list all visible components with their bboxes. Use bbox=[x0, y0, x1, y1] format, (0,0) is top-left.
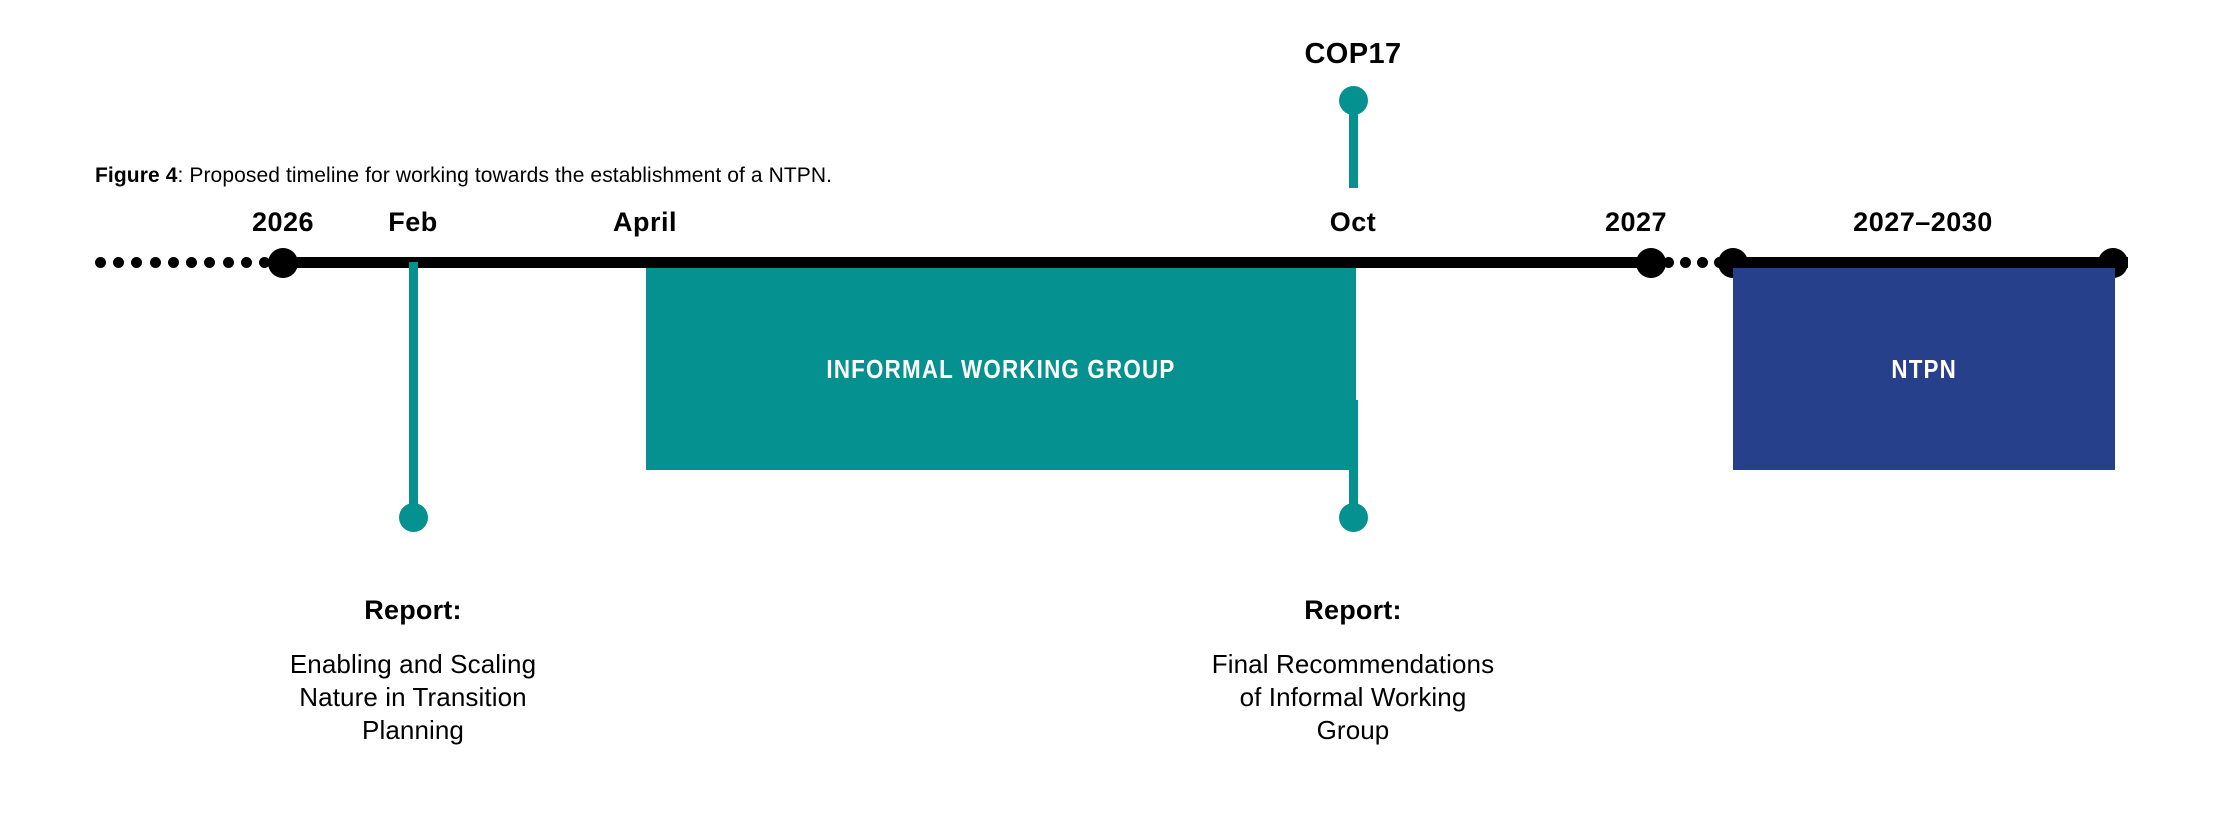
milestone-annotation-oct: Report: Final Recommendations of Informa… bbox=[1143, 594, 1563, 747]
axis-dot bbox=[258, 257, 270, 268]
axis-dot bbox=[1697, 257, 1708, 268]
axis-dotted-segment-left bbox=[95, 257, 270, 268]
axis-solid-segment-main bbox=[283, 257, 1651, 268]
axis-dot bbox=[167, 257, 179, 268]
axis-dot bbox=[204, 257, 216, 268]
phase-block-label: INFORMAL WORKING GROUP bbox=[826, 353, 1176, 384]
axis-dot bbox=[186, 257, 198, 268]
milestone-body: Final Recommendations of Informal Workin… bbox=[1211, 649, 1495, 745]
axis-dot bbox=[149, 257, 161, 268]
milestone-title: Report: bbox=[364, 595, 462, 625]
milestone-title: Report: bbox=[1304, 595, 1402, 625]
axis-dot bbox=[1680, 257, 1691, 268]
axis-solid-segment-ntpn bbox=[1733, 257, 2128, 268]
axis-dot bbox=[113, 257, 125, 268]
figure-caption-text: : Proposed timeline for working towards … bbox=[177, 164, 833, 187]
tick-label-2027-2030: 2027–2030 bbox=[1853, 207, 1993, 237]
tick-label-2026: 2026 bbox=[251, 207, 315, 237]
figure-caption-label: Figure 4 bbox=[95, 164, 178, 187]
tick-label-april: April bbox=[612, 207, 678, 237]
milestone-body: Enabling and Scaling Nature in Transitio… bbox=[289, 649, 537, 745]
milestone-marker-feb bbox=[399, 503, 428, 532]
tick-label-2027: 2027 bbox=[1604, 207, 1668, 237]
axis-node-2027 bbox=[1636, 248, 1666, 278]
axis-node-2026 bbox=[268, 248, 298, 278]
axis-dot bbox=[222, 257, 234, 268]
axis-dot bbox=[1663, 257, 1674, 268]
event-label-cop17: COP17 bbox=[1304, 38, 1402, 70]
milestone-stem-oct bbox=[1349, 400, 1358, 512]
milestone-annotation-feb: Report: Enabling and Scaling Nature in T… bbox=[203, 594, 623, 747]
axis-dot bbox=[240, 257, 252, 268]
phase-block-informal-working-group: INFORMAL WORKING GROUP bbox=[646, 268, 1356, 470]
axis-dot bbox=[131, 257, 143, 268]
axis-dotted-segment-right bbox=[1663, 257, 1725, 268]
tick-label-oct: Oct bbox=[1329, 207, 1377, 237]
event-marker-cop17-stem bbox=[1349, 100, 1358, 188]
milestone-marker-oct bbox=[1339, 503, 1368, 532]
phase-block-label: NTPN bbox=[1891, 353, 1957, 384]
axis-dot bbox=[95, 257, 106, 268]
milestone-stem-feb bbox=[409, 262, 418, 512]
figure-caption: Figure 4: Proposed timeline for working … bbox=[95, 163, 832, 189]
phase-block-ntpn: NTPN bbox=[1733, 268, 2115, 470]
tick-label-feb: Feb bbox=[388, 207, 438, 237]
